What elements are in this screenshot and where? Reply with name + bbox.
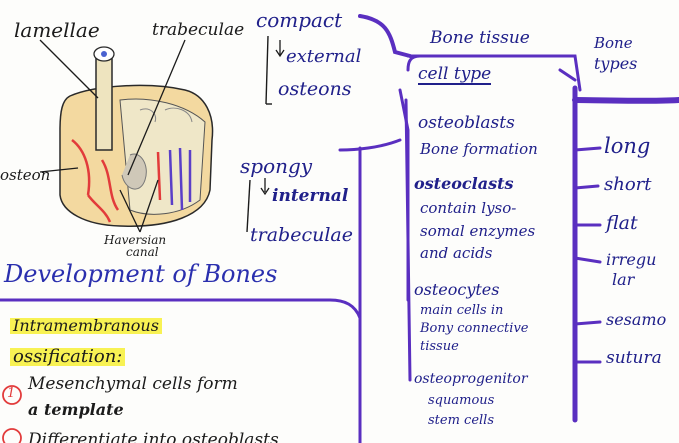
osteocytes-desc-2: Bony connective [420,322,528,335]
spongy-trabeculae-label: trabeculae [250,226,353,245]
canal-label: canal [126,246,159,258]
cell-name-osteoprogenitor: osteoprogenitor [414,372,528,386]
compact-title: compact [256,10,342,30]
trabeculae-label: trabeculae [152,22,244,39]
bone-types-title-2: types [594,56,637,72]
step-number-1: 1 [7,387,15,400]
cell-name-osteoclasts: osteoclasts [414,176,514,192]
osteoblasts-desc: Bone formation [420,142,538,157]
step1-line2: a template [28,402,124,418]
osteoprogenitor-desc-2: stem cells [428,414,494,427]
osteon-label: osteon [0,168,50,183]
bone-type-irregular-2: lar [612,272,634,288]
bone-type-irregular-1: irregu [606,252,656,268]
internal-label: internal [272,188,348,205]
cell-type-heading: cell type [418,66,491,85]
spongy-title: spongy [240,156,312,176]
osteoclasts-desc-3: and acids [420,246,492,261]
osteoclasts-desc-2: somal enzymes [420,224,535,239]
bone-type-long: long [604,136,650,157]
step1-line1: Mesenchymal cells form [28,376,238,393]
bone-type-flat: flat [606,214,638,233]
bone-type-sesamoid: sesamo [606,312,666,328]
bone-illustration [40,40,213,232]
bone-tissue-title: Bone tissue [430,30,530,47]
osteoclasts-desc-1: contain lyso- [420,201,516,216]
cell-name-osteocytes: osteocytes [414,282,499,298]
intramembranous-label: Intramembranous [10,318,162,334]
development-title: Development of Bones [4,262,277,286]
bone-types-title-1: Bone [594,36,633,51]
bone-type-short: short [604,176,652,194]
osteocytes-desc-1: main cells in [420,304,503,317]
osteons-label: osteons [278,80,352,99]
bone-type-sutural: sutura [606,350,662,367]
ossification-label: ossification: [10,348,125,366]
external-label: external [286,48,361,66]
osteoprogenitor-desc-1: squamous [428,394,494,407]
lamellae-label: lamellae [14,20,100,40]
osteocytes-desc-3: tissue [420,340,459,353]
step2-partial-line: Differentiate into osteoblasts [28,432,279,443]
cell-name-osteoblasts: osteoblasts [418,115,515,132]
